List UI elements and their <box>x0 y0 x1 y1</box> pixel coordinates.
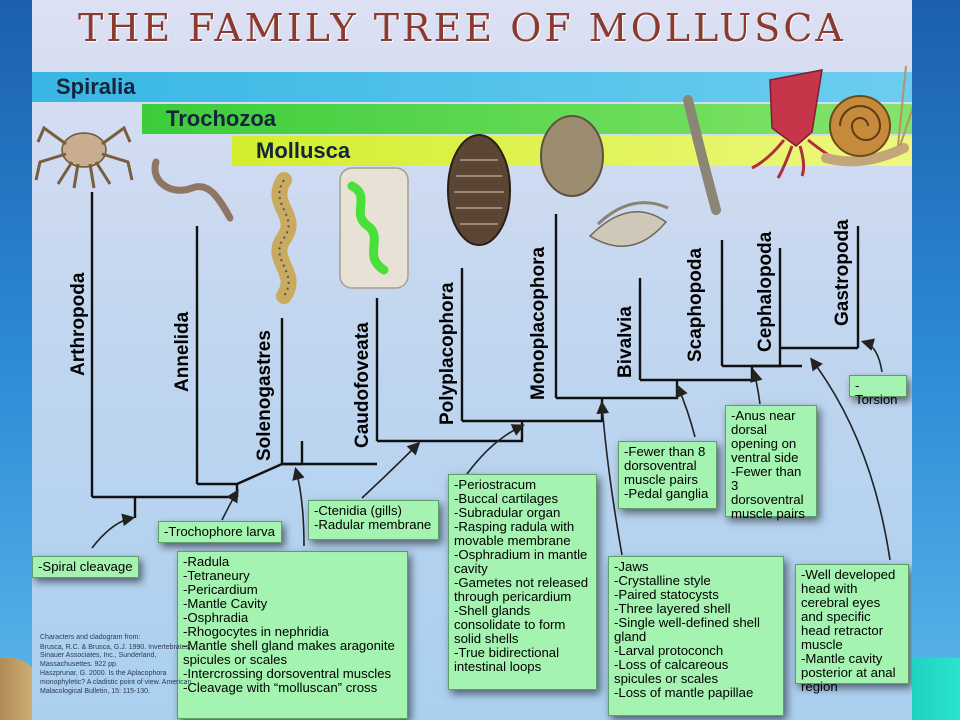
character-item: -Loss of mantle papillae <box>614 685 754 700</box>
arrow-anus-group <box>750 368 763 405</box>
snail-icon <box>821 65 912 167</box>
band-spiralia: Spiralia <box>32 72 912 102</box>
character-box-trochophore: -Trochophore larva <box>158 521 282 543</box>
character-item: -Radular membrane <box>314 517 432 532</box>
character-item: -Jaws <box>614 559 649 574</box>
character-item: -Paired statocysts <box>614 587 719 602</box>
character-item: -Crystalline style <box>614 573 711 588</box>
character-item: -Larval protoconch <box>614 643 724 658</box>
character-box-cephalic: -Well developed head with cerebral eyes … <box>795 564 909 694</box>
crab-icon <box>34 125 134 189</box>
character-item: -Fewer than 3 dorsoventral muscle pairs <box>731 464 806 521</box>
arrow-torsion <box>860 338 883 373</box>
character-item: -Periostracum <box>454 477 537 492</box>
character-item: -Gametes not released through pericardiu… <box>454 575 589 604</box>
corner-decoration-right <box>910 658 960 720</box>
slide-panel: THE FAMILY TREE OF MOLLUSCA Spiralia Tro… <box>32 0 912 720</box>
limpet-icon <box>540 115 604 197</box>
character-item: -Buccal cartilages <box>454 491 559 506</box>
squid-icon <box>751 69 839 179</box>
character-box-bivalve-group: -Fewer than 8 dorsoventral muscle pairs … <box>618 441 717 509</box>
branch-backbone <box>92 484 239 518</box>
taxon-scaphopoda: Scaphopoda <box>685 247 706 362</box>
character-item: -Mantle cavity posterior at anal region <box>801 651 896 694</box>
taxon-caudofoveata: Caudofoveata <box>352 322 373 448</box>
character-item: -Anus near dorsal opening on ventral sid… <box>731 408 799 465</box>
character-item: -Single well-defined shell gland <box>614 615 760 644</box>
character-item: -True bidirectional intestinal loops <box>454 645 560 674</box>
taxon-polyplacophora: Polyplacophora <box>437 282 458 425</box>
character-box-spiral-cleavage: -Spiral cleavage <box>32 556 139 578</box>
character-box-testaria: -Periostracum -Buccal cartilages -Subrad… <box>448 474 597 690</box>
character-box-conchifera: -Jaws -Crystalline style -Paired statocy… <box>608 556 784 716</box>
character-item: -Osphradium in mantle cavity <box>454 547 588 576</box>
character-item: -Torsion <box>855 378 898 407</box>
credits-line: Haszprunar, G. 2000. Is the Aplacophora … <box>40 670 192 695</box>
character-item: -Loss of calcareous spicules or scales <box>614 657 729 686</box>
character-item: -Subradular organ <box>454 505 561 520</box>
cladogram <box>34 65 912 561</box>
taxon-cephalopoda: Cephalopoda <box>755 231 776 352</box>
character-item: -Three layered shell <box>614 601 731 616</box>
character-item: -Tetraneury <box>183 568 250 583</box>
taxon-bivalvia: Bivalvia <box>615 306 636 378</box>
taxon-arthropoda: Arthropoda <box>68 272 89 376</box>
character-item: -Rasping radula with movable membrane <box>454 519 575 548</box>
character-box-torsion: -Torsion <box>849 375 907 407</box>
character-item: -Pedal ganglia <box>624 486 709 501</box>
character-item: -Rhogocytes in nephridia <box>183 624 329 639</box>
worm-icon <box>151 158 234 222</box>
caudofoveate-icon <box>339 167 409 289</box>
character-item: -Fewer than 8 dorsoventral muscle pairs <box>624 444 706 487</box>
credits-line: Characters and cladogram from: <box>40 634 141 641</box>
character-item: -Well developed head with cerebral eyes … <box>801 567 896 652</box>
character-item: -Radula <box>183 554 230 569</box>
chiton-icon <box>447 134 511 246</box>
character-item: -Spiral cleavage <box>38 559 133 574</box>
character-item: -Ctenidia (gills) <box>314 503 402 518</box>
tusk-shell-icon <box>683 95 721 215</box>
credits: Characters and cladogram from: Brusca, R… <box>40 634 205 697</box>
taxon-solenogastres: Solenogastres <box>254 330 275 461</box>
node-testaria <box>377 398 604 443</box>
taxon-gastropoda: Gastropoda <box>832 219 853 326</box>
arrow-conchifera <box>596 400 623 556</box>
credits-line: Brusca, R.C. & Brusca, G.J. 1990. Invert… <box>40 643 191 668</box>
solenogaster-icon <box>271 172 297 304</box>
slide-title: THE FAMILY TREE OF MOLLUSCA <box>78 6 846 50</box>
character-item: -Mantle shell gland makes aragonite spic… <box>183 638 395 667</box>
taxon-monoplacophora: Monoplacophora <box>528 246 549 400</box>
character-box-anus-group: -Anus near dorsal opening on ventral sid… <box>725 405 817 521</box>
character-item: -Osphradia <box>183 610 249 625</box>
character-box-mollusca: -Radula -Tetraneury -Pericardium -Mantle… <box>177 551 408 719</box>
arrow-trochophore <box>221 489 239 521</box>
arrow-cephalic <box>810 357 891 561</box>
arrow-ctenidia <box>361 441 421 499</box>
arrow-spiral-cleavage <box>91 513 136 549</box>
arrow-bivalve-group <box>675 384 696 438</box>
arrow-mollusca <box>292 466 305 547</box>
character-box-ctenidia: -Ctenidia (gills) -Radular membrane <box>308 500 439 540</box>
character-item: -Intercrossing dorsoventral muscles <box>183 666 392 681</box>
character-item: -Shell glands consolidate to form solid … <box>454 603 566 646</box>
character-item: -Cleavage with “molluscan” cross <box>183 680 378 695</box>
arrow-testaria <box>466 424 525 475</box>
node-conchifera <box>556 346 858 400</box>
clam-icon <box>588 201 669 247</box>
character-item: -Trochophore larva <box>164 524 275 539</box>
character-item: -Mantle Cavity <box>183 596 268 611</box>
character-item: -Pericardium <box>183 582 258 597</box>
taxon-annelida: Annelida <box>172 311 193 392</box>
